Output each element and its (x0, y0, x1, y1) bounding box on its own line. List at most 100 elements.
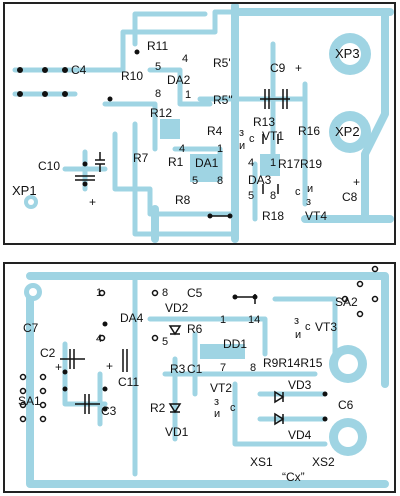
cx-label: “Cx” (282, 470, 305, 484)
vt3-collector-label: с (305, 321, 311, 333)
c5-label: C5 (187, 286, 203, 300)
c6-label: C6 (338, 398, 354, 412)
trace-r7-r8 (112, 131, 238, 217)
trace-top-rail (132, 11, 208, 47)
da1-pin-4: 4 (179, 143, 186, 155)
da1-pin-8: 8 (217, 175, 224, 187)
r12-label: R12 (150, 106, 173, 120)
vt3-base-label: и (295, 329, 302, 341)
vd4-label: VD4 (288, 428, 312, 442)
r1-label: R1 (168, 155, 184, 169)
da2-pin-8: 8 (155, 88, 162, 100)
r6-label: R6 (187, 322, 203, 336)
c9-label: C9 (270, 61, 286, 75)
xs1-label: XS1 (250, 455, 273, 469)
da4-pin-8: 8 (162, 287, 169, 299)
da2-pin-4b: 4 (182, 53, 189, 65)
r11-label: R11 (147, 39, 169, 53)
xp3-label: XP3 (335, 46, 360, 61)
sa1-label: SA1 (18, 394, 41, 408)
da4-pin-4: 4 (96, 333, 103, 345)
xp2-label: XP2 (335, 124, 360, 139)
dd1-pin-14: 14 (248, 314, 261, 326)
sa2-label: SA2 (335, 295, 358, 309)
c7-label: C7 (23, 321, 39, 335)
r13-label: R13 (253, 115, 276, 129)
trace-r11-top (120, 9, 238, 73)
vt4-collector-label: с (295, 186, 301, 198)
da3-pin-4: 4 (248, 157, 255, 169)
c4-label: C4 (71, 63, 87, 77)
da3-pin-8: 8 (270, 190, 277, 202)
c10-label: C10 (38, 159, 61, 173)
da3-pin-1: 1 (270, 157, 277, 169)
da2-pin-4: 5 (155, 61, 162, 73)
da1-pin-5: 5 (192, 175, 199, 187)
trace-vd3-vd4 (257, 391, 328, 422)
trace-da2 (147, 67, 213, 107)
da2-pin-1: 1 (185, 89, 192, 101)
r5pp-label: R5" (213, 93, 233, 107)
da4-label: DA4 (120, 311, 144, 325)
vd2-label: VD2 (165, 301, 189, 315)
vt2-base-label: и (214, 408, 221, 420)
vd3-label: VD3 (288, 378, 312, 392)
r10-label: R10 (121, 69, 144, 83)
dd1-label: DD1 (223, 337, 248, 351)
da1-label: DA1 (195, 156, 219, 170)
c3-label: C3 (101, 404, 117, 418)
c8-label: C8 (342, 190, 358, 204)
dd1-pin-1: 1 (220, 314, 227, 326)
c2-plus: + (55, 360, 63, 374)
r16-label: R16 (298, 124, 321, 138)
da3-pin-5: 5 (248, 190, 255, 202)
vd1-label: VD1 (165, 425, 189, 439)
r2-label: R2 (150, 401, 166, 415)
r18-label: R18 (262, 209, 285, 223)
r7-label: R7 (133, 151, 149, 165)
da3-label: DA3 (248, 173, 272, 187)
vt4-emitter-label: з (306, 196, 312, 208)
vt1-base-label: и (239, 140, 246, 152)
xs2-label: XS2 (312, 455, 335, 469)
r17r19-label: R17R19 (278, 157, 323, 171)
da2-label: DA2 (167, 73, 191, 87)
trace-dd1-top (147, 316, 268, 357)
vt2-label: VT2 (210, 381, 233, 395)
trace-top-rail (26, 272, 389, 388)
vt3-label: VT3 (315, 320, 338, 334)
xp1-label: XP1 (12, 183, 37, 198)
c10-plus: + (89, 195, 97, 209)
da1-pin-1: 1 (217, 143, 224, 155)
trace-right-edge (361, 10, 389, 223)
trace-r10-down (102, 101, 158, 152)
c11-label: C11 (118, 375, 140, 389)
vt2-collector-label: с (230, 402, 236, 414)
c9-plus: + (295, 61, 303, 75)
top-pcb-board: XP3 XP2 XP1 C4 C9 C10 C8 R11 R10 R5' R5"… (3, 2, 396, 245)
dd1-pin-7: 7 (220, 362, 227, 374)
dd1-pin-8: 8 (250, 362, 257, 374)
trace-vd-bus (232, 381, 328, 447)
bottom-pcb-board: C7 C5 C2 C3 C11 C1 C6 DA4 DD1 VD1 VD2 VD… (3, 262, 396, 493)
c1-label: C1 (187, 362, 203, 376)
r5p-label: R5' (213, 56, 231, 70)
da4-pin-5: 5 (162, 336, 169, 348)
r9r14r15-label: R9R14R15 (263, 356, 323, 370)
r4-label: R4 (207, 124, 223, 138)
vt3-emitter-label: з (294, 315, 300, 327)
top-pcb-traces (12, 4, 394, 243)
trace-left-bottom-ground (26, 290, 389, 488)
vt1-label: VT1 (262, 129, 285, 143)
trace-vt3 (272, 296, 338, 357)
c8-plus: + (353, 175, 361, 189)
bottom-pcb-traces (19, 265, 389, 488)
vt4-label: VT4 (305, 209, 328, 223)
da4-pin-1: 1 (96, 287, 103, 299)
r8-label: R8 (175, 193, 191, 207)
trace-bottom-mid (132, 121, 238, 237)
c11-plus: + (106, 359, 114, 373)
vt4-base-label: и (307, 183, 314, 195)
c2-label: C2 (40, 346, 56, 360)
vt1-emitter-label: з (239, 127, 245, 139)
